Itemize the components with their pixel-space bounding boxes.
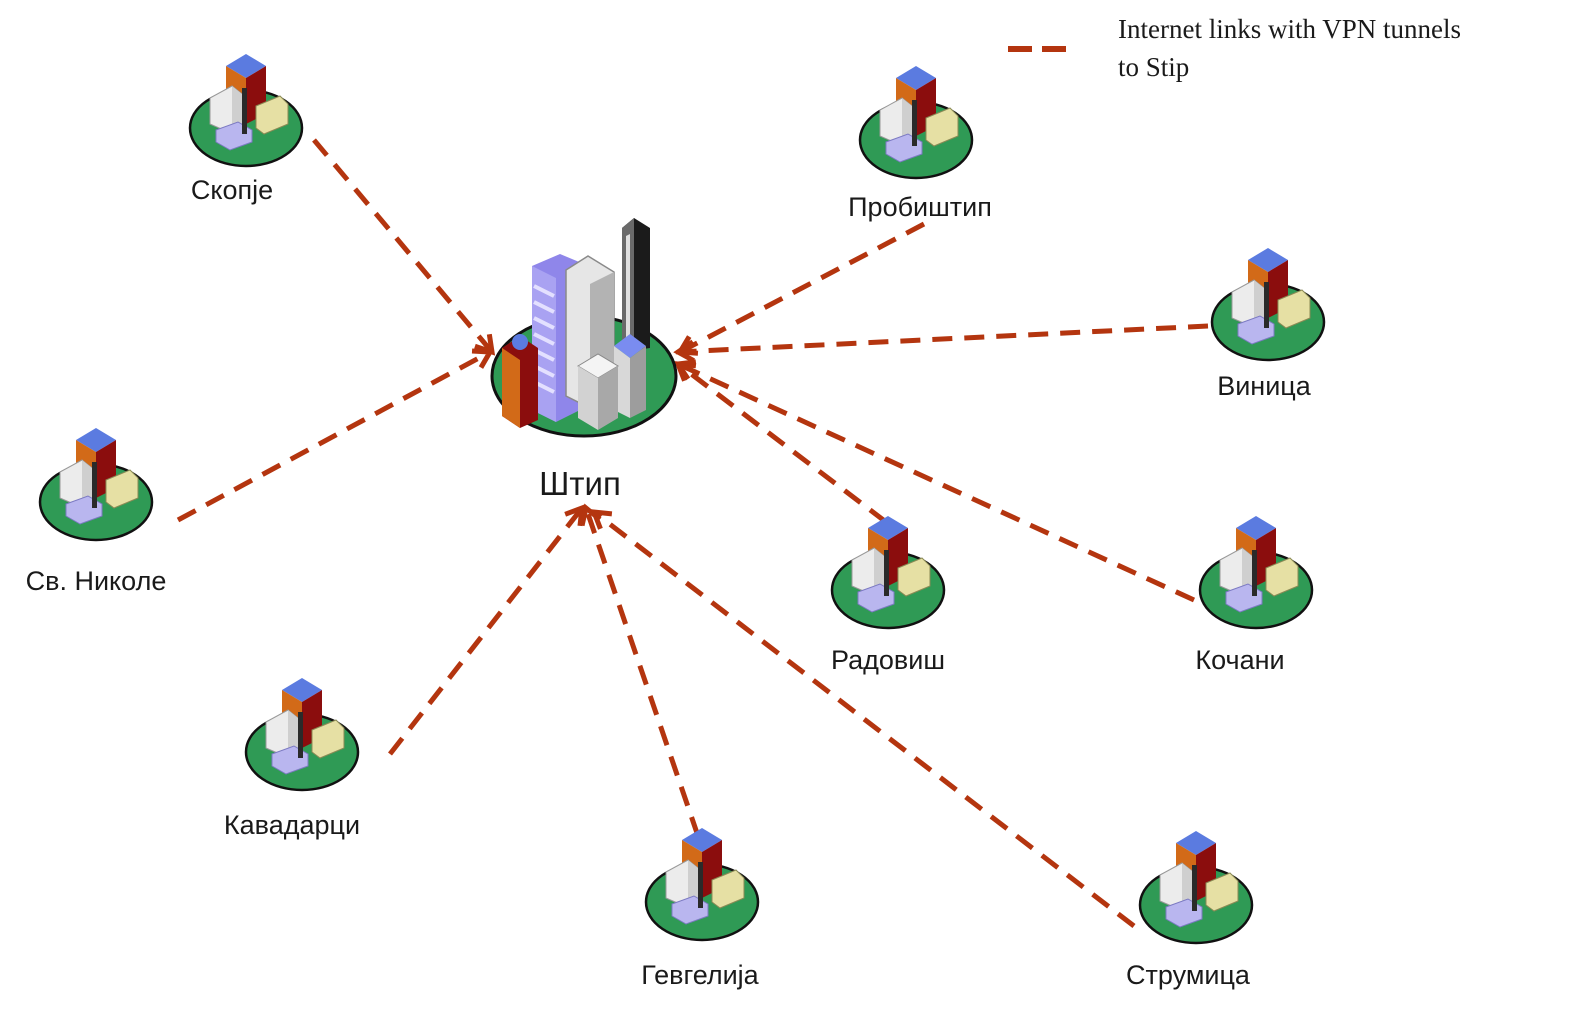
site-probishtip-town-building-icon xyxy=(858,64,974,180)
site-label-radovish: Радовиш xyxy=(831,645,945,675)
site-label-skopje: Скопје xyxy=(190,175,274,205)
site-label-gevgelija: Гевгелија xyxy=(641,960,759,990)
site-strumica-town-building-icon xyxy=(1138,829,1254,945)
vpn-link-arrowhead-vinica xyxy=(673,339,695,363)
site-skopje-town-building-icon xyxy=(188,52,304,168)
vpn-link-sv-nikole xyxy=(176,349,492,523)
vpn-link-arrowhead-sv-nikole xyxy=(471,348,495,369)
site-label-vinica: Виница xyxy=(1217,371,1311,401)
vpn-link-skopje xyxy=(312,138,494,354)
legend-text: Internet links with VPN tunnels to Stip xyxy=(1118,10,1461,86)
site-label-strumica: Струмица xyxy=(1126,960,1250,990)
vpn-link-probishtip xyxy=(678,221,926,355)
legend-text-line-2: to Stip xyxy=(1118,52,1190,82)
legend: Internet links with VPN tunnels to Stip xyxy=(1000,6,1570,96)
vpn-links xyxy=(176,138,1209,928)
hub-label-stip: Штип xyxy=(539,465,621,502)
site-kochani-town-building-icon xyxy=(1198,514,1314,630)
site-label-sv-nikole: Св. Николе xyxy=(25,566,167,596)
vpn-link-gevgelija xyxy=(583,507,701,837)
site-vinica-town-building-icon xyxy=(1210,246,1326,362)
vpn-link-arrowhead-strumica xyxy=(590,509,613,530)
vpn-link-strumica xyxy=(592,510,1136,928)
legend-text-line-1: Internet links with VPN tunnels xyxy=(1118,14,1461,44)
vpn-link-arrowhead-kavadarci xyxy=(564,504,585,527)
legend-dashed-line-icon xyxy=(1008,46,1066,52)
site-gevgelija-town-building-icon xyxy=(644,826,760,942)
vpn-link-radovish xyxy=(676,362,888,524)
site-sv-nikole-town-building-icon xyxy=(38,426,154,542)
site-kavadarci-town-building-icon xyxy=(244,676,360,792)
site-label-kavadarci: Кавадарци xyxy=(223,810,361,840)
vpn-link-arrowhead-kochani xyxy=(673,359,697,381)
vpn-link-kavadarci xyxy=(388,506,584,756)
hub-stip-city-skyscrapers-icon xyxy=(490,216,678,438)
vpn-link-kochani xyxy=(676,361,1196,603)
site-label-probishtip: Пробиштип xyxy=(848,192,992,222)
site-radovish-town-building-icon xyxy=(830,514,946,630)
vpn-link-vinica xyxy=(677,323,1209,355)
site-label-kochani: Кочани xyxy=(1195,645,1285,675)
